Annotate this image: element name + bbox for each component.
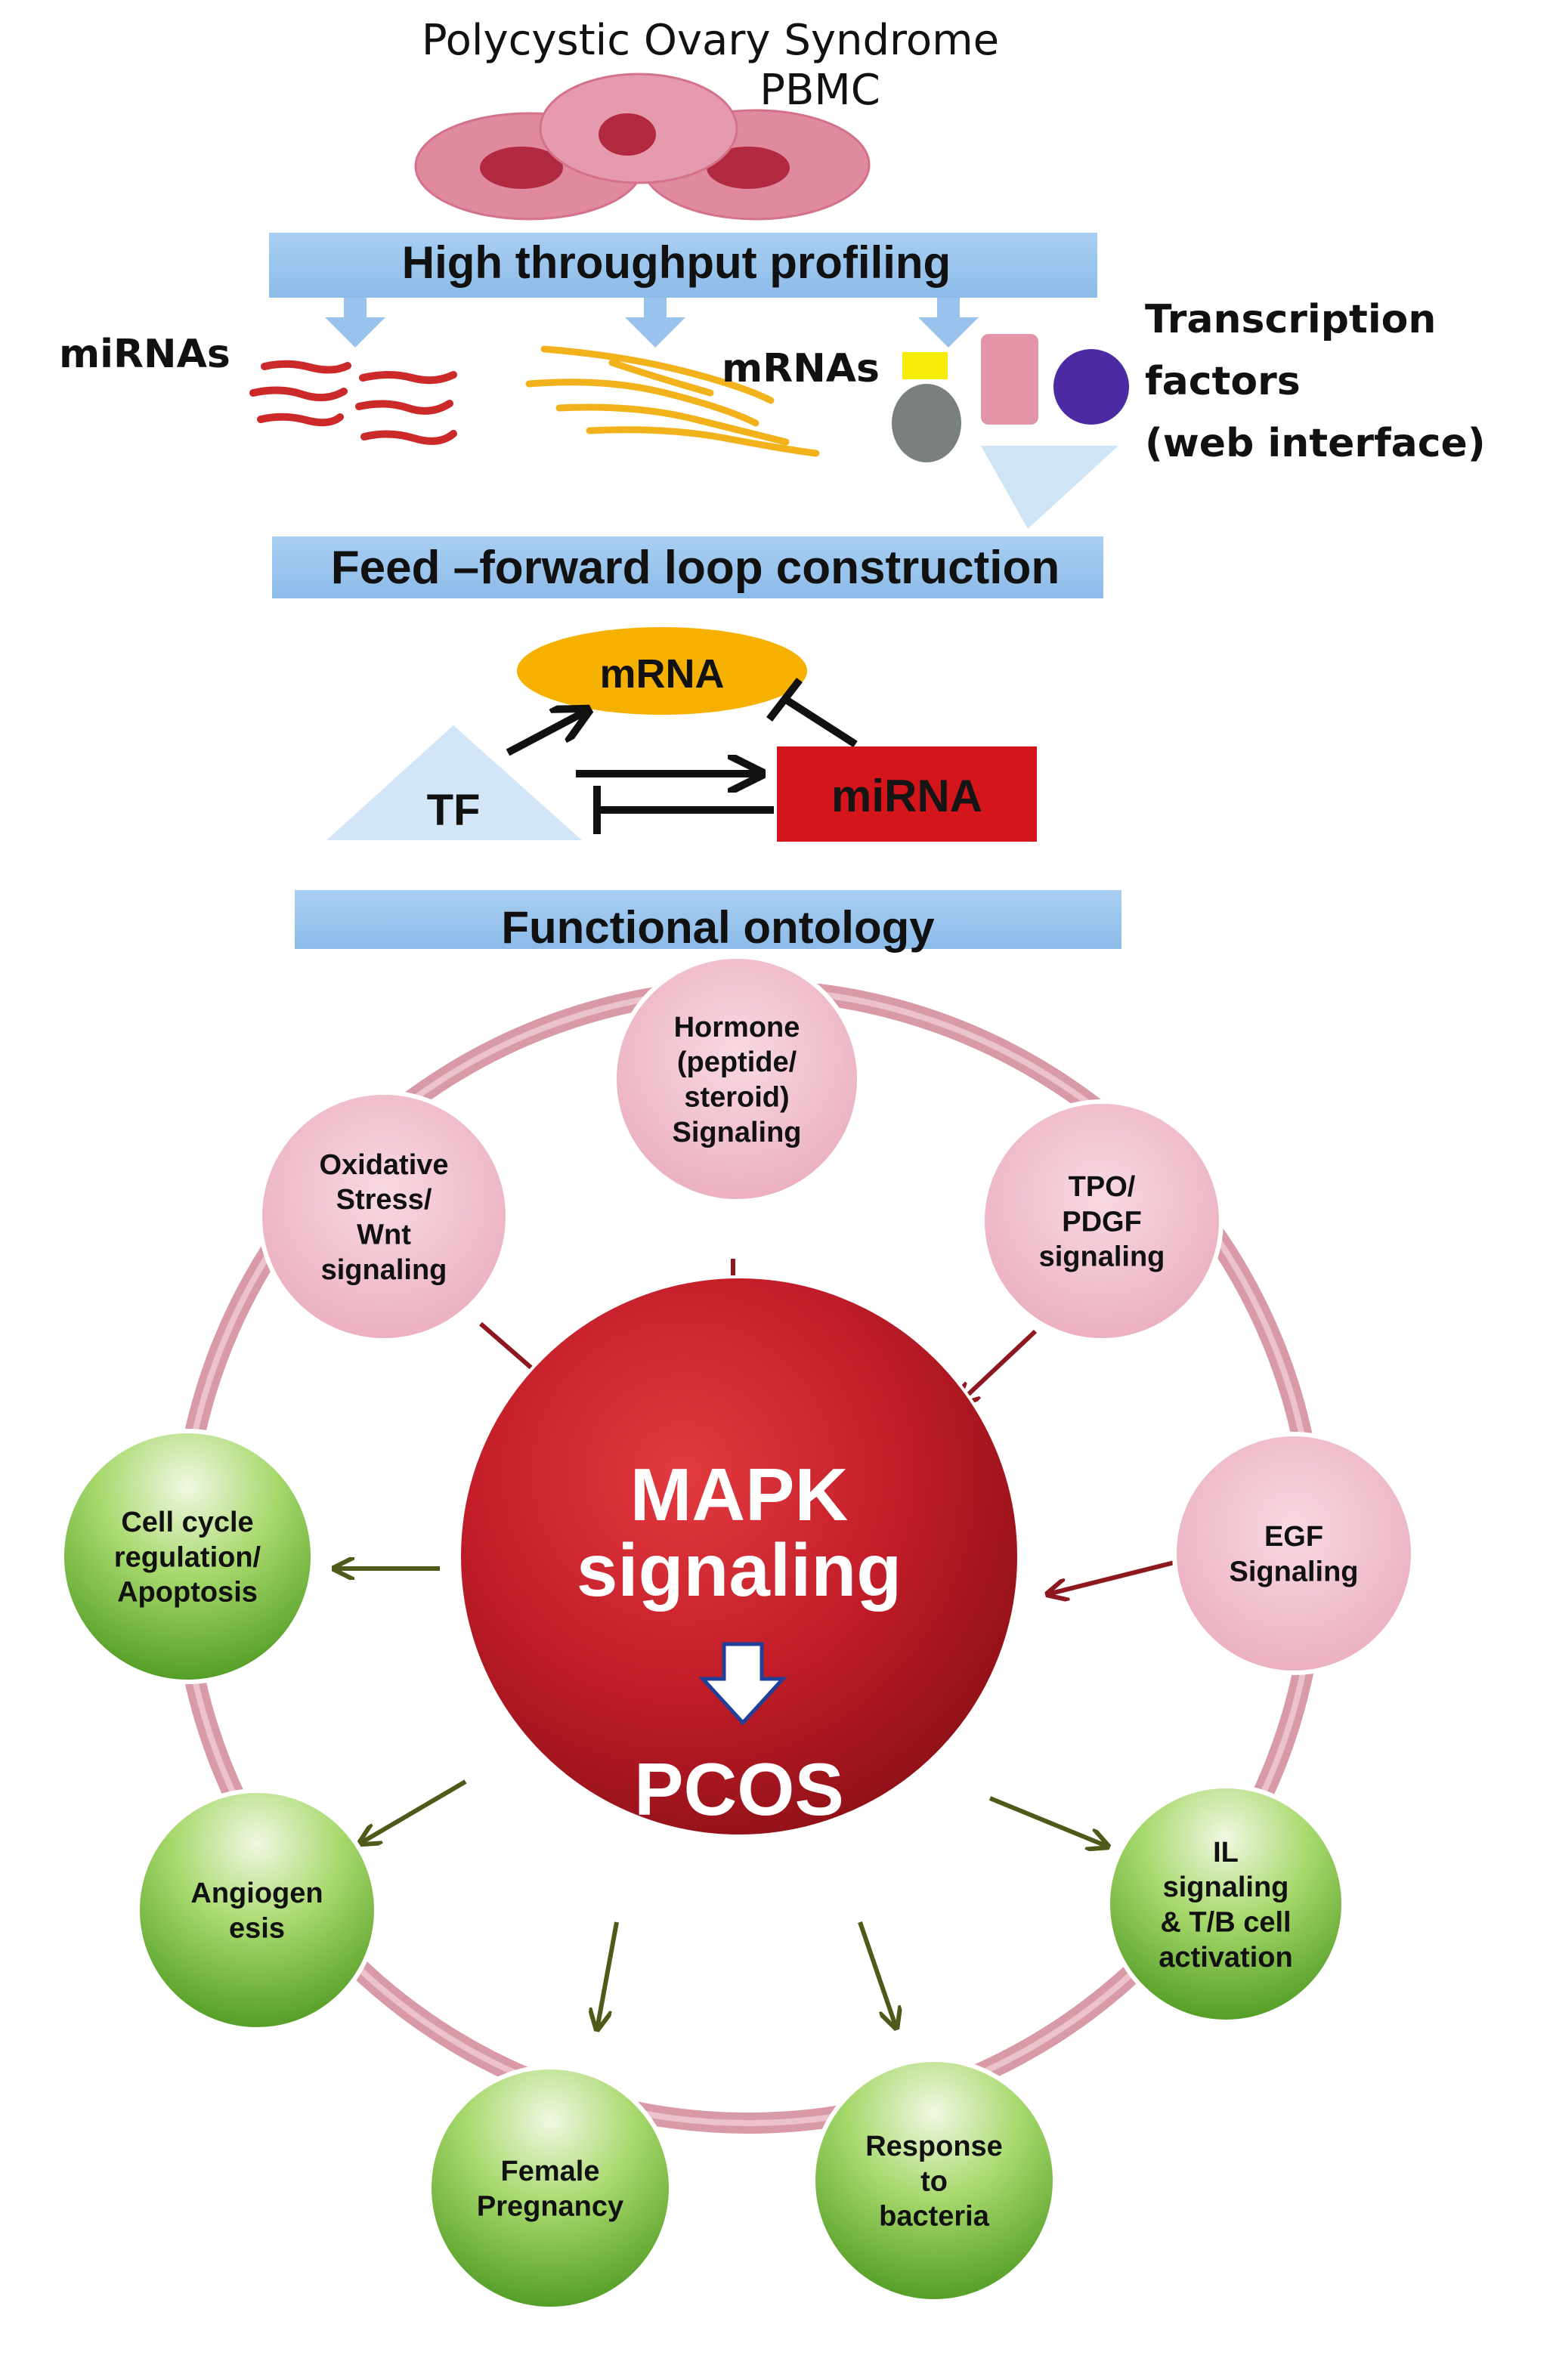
input-node-label: Wnt (357, 1219, 411, 1250)
input-node-circle (612, 954, 862, 1204)
profiling-arrows (325, 298, 979, 348)
profiling-bar (269, 233, 1097, 298)
ontology-bar (295, 890, 1121, 949)
profiling-bar-label: High throughput profiling (402, 237, 951, 288)
output-arrow (360, 1779, 467, 1844)
output-node-label: to (920, 2165, 948, 2197)
output-node-label: Angiogen (190, 1878, 323, 1909)
feed-forward-bar (272, 536, 1103, 598)
output-arrow (988, 1796, 1108, 1847)
mrna-strands-icon (525, 345, 820, 457)
input-node-circle (980, 1099, 1224, 1343)
input-node: Hormone(peptide/steroid) Signaling (612, 954, 862, 1204)
center-label-line-2: signaling (577, 1528, 902, 1612)
output-node-label: bacteria (879, 2201, 990, 2233)
output-node-circle (427, 2065, 673, 2311)
mapk-center-circle (458, 1275, 1020, 1838)
input-node-label: EGF (1264, 1521, 1323, 1553)
output-node-label: signaling (1163, 1872, 1289, 1903)
output-node-label: regulation/ (114, 1541, 261, 1573)
input-node-label: Hormone (674, 1012, 800, 1043)
pathway-nodes: Hormone(peptide/steroid)SignalingTPO/PDG… (60, 954, 1415, 2311)
input-node-label: signaling (321, 1254, 447, 1286)
input-arrow (958, 1329, 1038, 1404)
output-node-label: Apoptosis (117, 1577, 258, 1609)
transcription-factor-shapes-icon (892, 334, 1129, 529)
input-node-circle (258, 1090, 510, 1343)
input-node-circle (1172, 1432, 1415, 1675)
mirna-node (777, 746, 1037, 842)
output-node-circle (60, 1429, 315, 1684)
loop-arrows (506, 677, 858, 834)
output-node-label: Female (501, 2156, 600, 2187)
tf-label-line-1: Transcription (1145, 297, 1436, 342)
output-arrow (858, 1921, 896, 2028)
title-line-2: PBMC (759, 66, 880, 115)
tf-node-label: TF (427, 786, 481, 835)
ontology-bar-label: Functional ontology (501, 902, 935, 953)
pathway-arrows (334, 1259, 1181, 2029)
output-node-label: Pregnancy (477, 2190, 623, 2222)
output-arrow (597, 1921, 619, 2029)
output-node-circle (811, 2057, 1057, 2304)
pbmc-cells-icon (414, 73, 871, 221)
center-label-line-3: PCOS (634, 1748, 844, 1831)
feed-forward-bar-label: Feed –forward loop construction (331, 542, 1060, 594)
output-node-circle (135, 1788, 379, 2032)
output-node-label: IL (1213, 1837, 1239, 1868)
input-arrow (1047, 1559, 1181, 1594)
center-down-arrow-icon (698, 1642, 787, 1726)
input-node-label: (peptide/ (677, 1046, 797, 1078)
output-node-label: esis (229, 1912, 285, 1944)
input-node-label: steroid) (684, 1081, 789, 1113)
mrna-node-label: mRNA (599, 651, 724, 697)
input-node-label: Signaling (1230, 1556, 1359, 1587)
input-node-label: TPO/ (1069, 1171, 1136, 1203)
tf-node (326, 725, 582, 840)
mrnas-label: mRNAs (722, 346, 880, 391)
center-label-line-1: MAPK (630, 1453, 849, 1536)
output-node-circle (1106, 1784, 1346, 2024)
output-node-label: & T/B cell (1160, 1906, 1291, 1938)
tf-label-line-2: factors (1145, 359, 1301, 404)
mirna-node-label: miRNA (831, 771, 982, 821)
output-node-label: Response (865, 2131, 1003, 2162)
output-node: IL signaling& T/B cell activation (1106, 1784, 1346, 2024)
mrna-node (517, 627, 807, 715)
mirna-strands-icon (249, 360, 457, 445)
input-node-label: signaling (1039, 1241, 1165, 1273)
tf-label-line-3: (web interface) (1145, 421, 1486, 466)
input-node-label: Oxidative (319, 1149, 448, 1181)
mirnas-label: miRNAs (59, 332, 230, 377)
title-line-1: Polycystic Ovary Syndrome (422, 16, 999, 65)
input-node-label: Stress/ (336, 1184, 432, 1216)
output-node-label: activation (1159, 1942, 1292, 1974)
input-node-label: PDGF (1062, 1206, 1142, 1238)
input-node-label: Signaling (673, 1117, 802, 1148)
output-node-label: Cell cycle (121, 1507, 253, 1538)
